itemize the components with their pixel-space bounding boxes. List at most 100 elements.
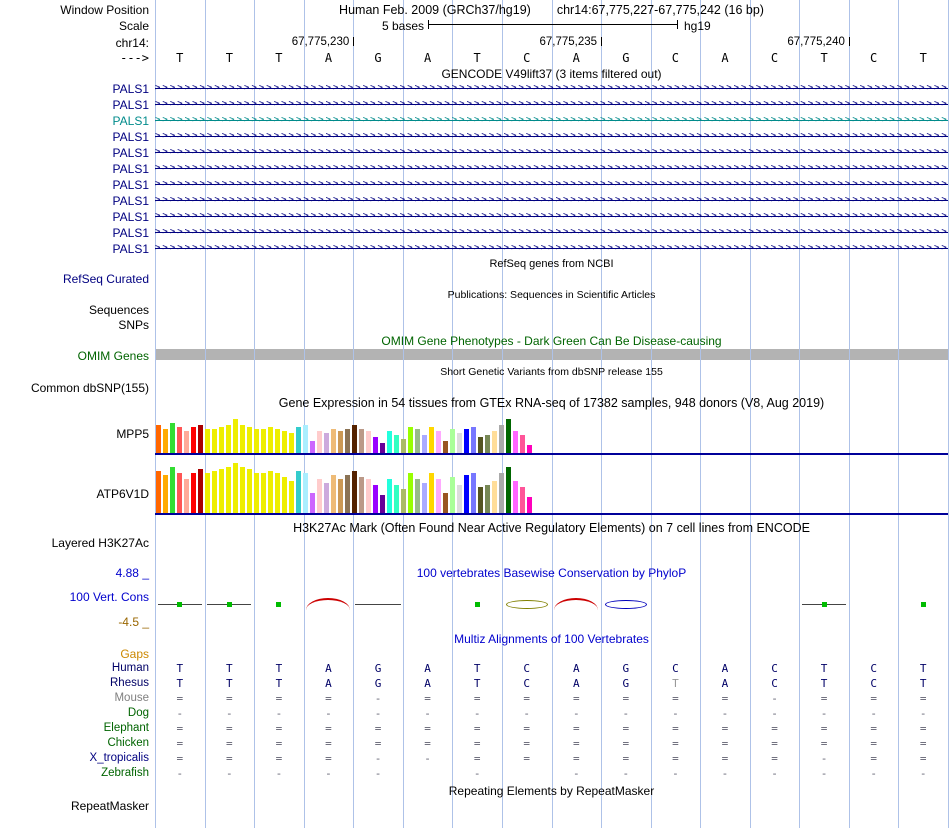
expression-bar[interactable]: [198, 425, 203, 453]
expression-bar[interactable]: [261, 473, 266, 513]
expression-bar[interactable]: [219, 427, 224, 453]
expression-bar[interactable]: [303, 473, 308, 513]
expression-bar[interactable]: [275, 429, 280, 453]
expression-bar[interactable]: [387, 479, 392, 513]
expression-bar[interactable]: [513, 431, 518, 453]
expression-bar[interactable]: [401, 439, 406, 453]
expression-bar[interactable]: [282, 431, 287, 453]
gene-label[interactable]: PALS1: [112, 146, 149, 160]
expression-bar[interactable]: [212, 471, 217, 513]
expression-bar[interactable]: [191, 427, 196, 453]
expression-bar[interactable]: [163, 475, 168, 513]
gene-label[interactable]: PALS1: [112, 210, 149, 224]
species-label[interactable]: Mouse: [114, 692, 149, 704]
expression-bar[interactable]: [324, 433, 329, 453]
expression-bar[interactable]: [373, 437, 378, 453]
expression-bar[interactable]: [352, 471, 357, 513]
repeatmasker-track-label[interactable]: RepeatMasker: [70, 799, 149, 813]
expression-bar[interactable]: [345, 475, 350, 513]
expression-bar[interactable]: [338, 479, 343, 513]
refseq-curated-label[interactable]: RefSeq Curated: [62, 272, 149, 286]
expression-bar[interactable]: [499, 425, 504, 453]
species-label[interactable]: Human: [111, 662, 149, 674]
gene-transcript-line[interactable]: >>>>>>>>>>>>>>>>>>>>>>>>>>>>>>>>>>>>>>>>…: [155, 162, 948, 175]
expression-bar[interactable]: [492, 431, 497, 453]
expression-bar[interactable]: [422, 483, 427, 513]
gene-transcript-line[interactable]: >>>>>>>>>>>>>>>>>>>>>>>>>>>>>>>>>>>>>>>>…: [155, 226, 948, 239]
expression-bar[interactable]: [233, 463, 238, 513]
expression-bar[interactable]: [198, 469, 203, 513]
expression-bar[interactable]: [429, 473, 434, 513]
expression-bar[interactable]: [401, 489, 406, 513]
expression-bar[interactable]: [359, 429, 364, 453]
expression-bar[interactable]: [191, 473, 196, 513]
expression-bar[interactable]: [310, 493, 315, 513]
expression-bar[interactable]: [177, 427, 182, 453]
expression-bar[interactable]: [170, 423, 175, 453]
expression-bar[interactable]: [331, 475, 336, 513]
gene-transcript-line[interactable]: >>>>>>>>>>>>>>>>>>>>>>>>>>>>>>>>>>>>>>>>…: [155, 98, 948, 111]
expression-bar[interactable]: [506, 419, 511, 453]
expression-bar[interactable]: [338, 431, 343, 453]
expression-bar[interactable]: [352, 425, 357, 453]
expression-bar[interactable]: [184, 431, 189, 453]
species-label[interactable]: Elephant: [103, 722, 149, 734]
expression-bar[interactable]: [184, 479, 189, 513]
expression-bar[interactable]: [219, 469, 224, 513]
species-label[interactable]: Chicken: [107, 737, 149, 749]
gene-transcript-line[interactable]: >>>>>>>>>>>>>>>>>>>>>>>>>>>>>>>>>>>>>>>>…: [155, 178, 948, 191]
snps-track-label[interactable]: SNPs: [118, 318, 149, 332]
expression-bar[interactable]: [408, 473, 413, 513]
gene-transcript-line[interactable]: >>>>>>>>>>>>>>>>>>>>>>>>>>>>>>>>>>>>>>>>…: [155, 130, 948, 143]
expression-bar[interactable]: [443, 441, 448, 453]
expression-bar[interactable]: [282, 477, 287, 513]
expression-bar[interactable]: [513, 481, 518, 513]
expression-bar[interactable]: [212, 429, 217, 453]
expression-bar[interactable]: [289, 433, 294, 453]
expression-bar[interactable]: [415, 479, 420, 513]
expression-bar[interactable]: [485, 435, 490, 453]
expression-bar[interactable]: [464, 429, 469, 453]
gene-label[interactable]: PALS1: [112, 98, 149, 112]
expression-bar[interactable]: [422, 435, 427, 453]
gene-transcript-line[interactable]: >>>>>>>>>>>>>>>>>>>>>>>>>>>>>>>>>>>>>>>>…: [155, 210, 948, 223]
species-label[interactable]: Dog: [127, 707, 149, 719]
gene-transcript-line[interactable]: >>>>>>>>>>>>>>>>>>>>>>>>>>>>>>>>>>>>>>>>…: [155, 114, 948, 127]
expression-bar[interactable]: [499, 473, 504, 513]
expression-bar[interactable]: [177, 473, 182, 513]
expression-bar[interactable]: [492, 481, 497, 513]
expression-bar[interactable]: [527, 497, 532, 513]
expression-bar[interactable]: [506, 467, 511, 513]
expression-bar[interactable]: [233, 419, 238, 453]
expression-bar[interactable]: [478, 437, 483, 453]
expression-bar[interactable]: [261, 429, 266, 453]
expression-bar[interactable]: [408, 427, 413, 453]
expression-bar[interactable]: [436, 431, 441, 453]
expression-bar[interactable]: [394, 485, 399, 513]
expression-bar[interactable]: [387, 431, 392, 453]
conservation-track-label[interactable]: 100 Vert. Cons: [69, 590, 149, 604]
expression-bar[interactable]: [296, 427, 301, 453]
omim-genes-label[interactable]: OMIM Genes: [77, 349, 149, 363]
expression-bar[interactable]: [289, 481, 294, 513]
expression-bar[interactable]: [254, 429, 259, 453]
expression-bar[interactable]: [268, 471, 273, 513]
expression-bar[interactable]: [317, 431, 322, 453]
expression-bar[interactable]: [345, 429, 350, 453]
expression-bar[interactable]: [443, 493, 448, 513]
expression-bar[interactable]: [303, 425, 308, 453]
expression-bar[interactable]: [520, 435, 525, 453]
expression-bar[interactable]: [205, 429, 210, 453]
expression-bar[interactable]: [520, 487, 525, 513]
expression-bar[interactable]: [380, 495, 385, 513]
expression-bar[interactable]: [415, 429, 420, 453]
gene-label[interactable]: PALS1: [112, 194, 149, 208]
expression-bar[interactable]: [240, 467, 245, 513]
species-label[interactable]: X_tropicalis: [89, 752, 149, 764]
gtex-gene-label[interactable]: MPP5: [116, 427, 149, 441]
gene-label[interactable]: PALS1: [112, 178, 149, 192]
expression-bar[interactable]: [485, 485, 490, 513]
gene-transcript-line[interactable]: >>>>>>>>>>>>>>>>>>>>>>>>>>>>>>>>>>>>>>>>…: [155, 146, 948, 159]
species-label[interactable]: Zebrafish: [101, 767, 149, 779]
expression-bar[interactable]: [380, 443, 385, 453]
